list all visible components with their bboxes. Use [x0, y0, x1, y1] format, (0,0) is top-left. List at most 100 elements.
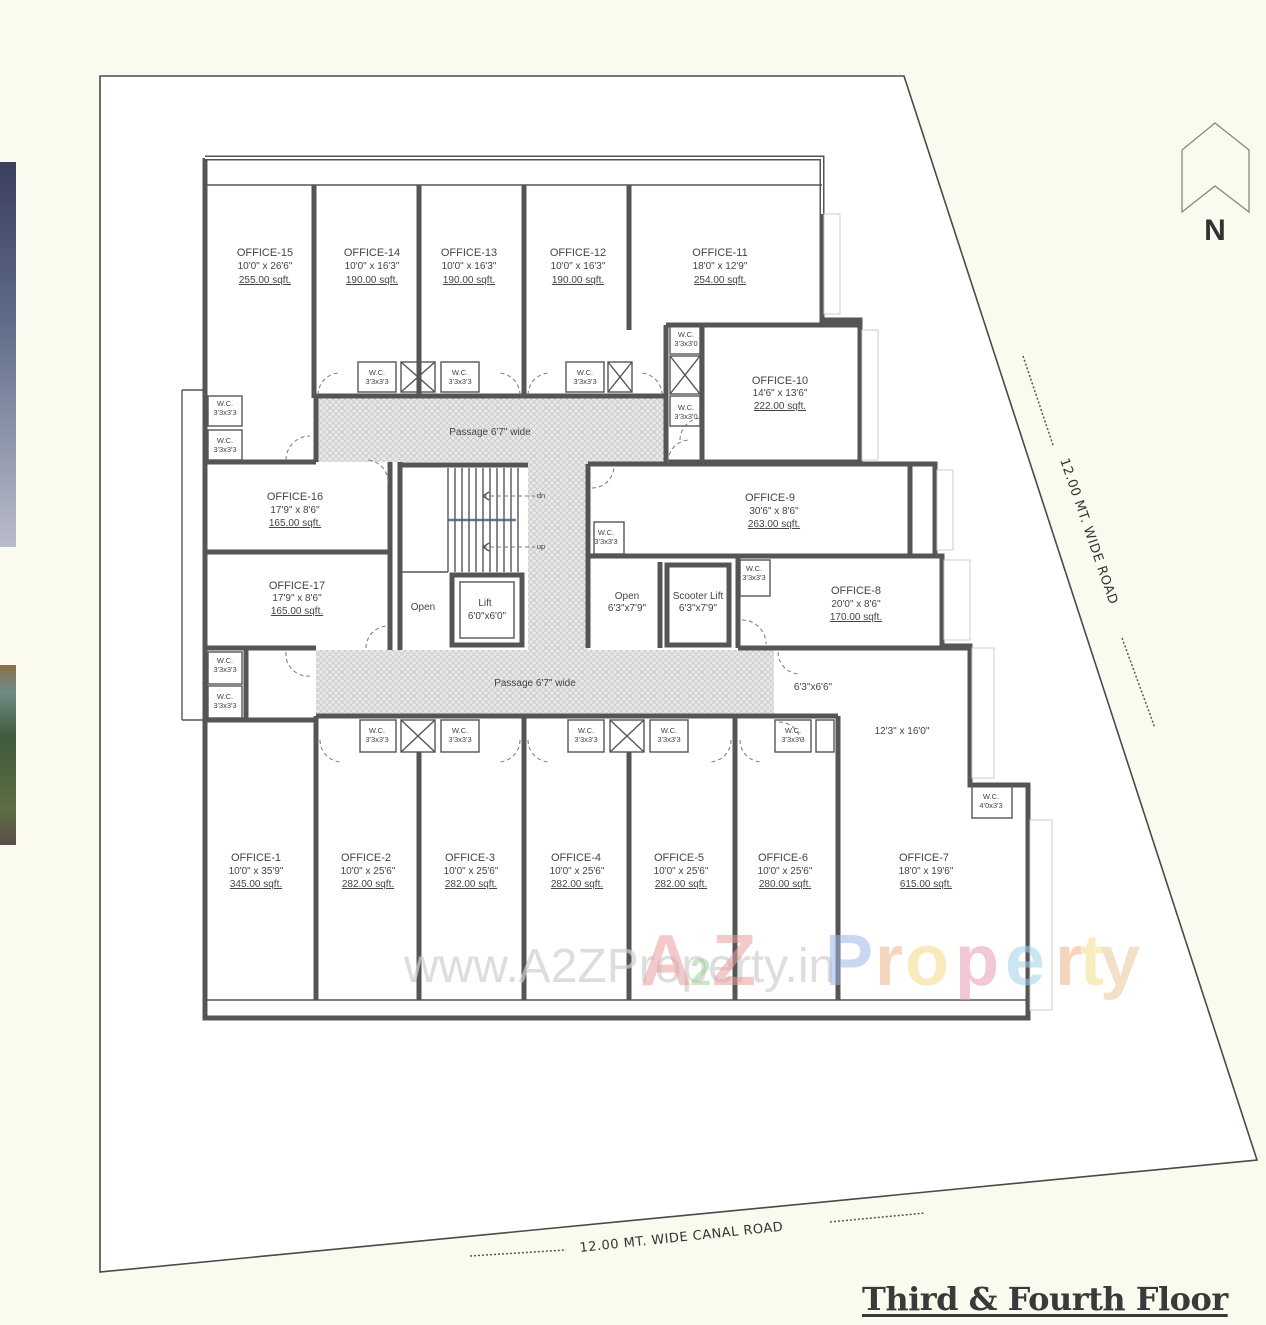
- svg-text:165.00 sqft.: 165.00 sqft.: [271, 606, 323, 617]
- svg-text:17'9" x 8'6": 17'9" x 8'6": [272, 593, 322, 604]
- svg-text:OFFICE-8: OFFICE-8: [831, 585, 881, 597]
- svg-text:222.00 sqft.: 222.00 sqft.: [754, 401, 806, 412]
- svg-text:18'0" x 19'6": 18'0" x 19'6": [899, 866, 954, 877]
- office-6[interactable]: OFFICE-6 10'0" x 25'6" 280.00 sqft.: [758, 852, 813, 890]
- office-11[interactable]: OFFICE-11 18'0" x 12'9" 254.00 sqft.: [692, 247, 748, 286]
- svg-text:OFFICE-13: OFFICE-13: [441, 247, 497, 259]
- office-8[interactable]: OFFICE-8 20'0" x 8'6" 170.00 sqft.: [830, 585, 882, 623]
- passage-top-label: Passage 6'7" wide: [449, 427, 531, 438]
- svg-text:3'3x3'3: 3'3x3'3: [448, 735, 471, 744]
- bottom-row-walls: [205, 648, 1013, 1000]
- svg-text:30'6" x 8'6": 30'6" x 8'6": [749, 506, 799, 517]
- svg-text:W.C.: W.C.: [217, 399, 233, 408]
- svg-text:3'3x3'3: 3'3x3'3: [657, 735, 680, 744]
- svg-text:615.00 sqft.: 615.00 sqft.: [900, 879, 952, 890]
- office-2[interactable]: OFFICE-2 10'0" x 25'6" 282.00 sqft.: [341, 852, 396, 890]
- facade-windows: [823, 213, 1053, 1011]
- svg-text:17'9" x 8'6": 17'9" x 8'6": [270, 505, 320, 516]
- office-5[interactable]: OFFICE-5 10'0" x 25'6" 282.00 sqft.: [654, 852, 709, 890]
- svg-text:3'3x3'3: 3'3x3'3: [594, 537, 617, 546]
- svg-text:280.00 sqft.: 280.00 sqft.: [759, 879, 811, 890]
- passage-center: [528, 460, 588, 652]
- svg-text:10'0" x 16'3": 10'0" x 16'3": [551, 261, 606, 272]
- office-12[interactable]: OFFICE-12 10'0" x 16'3" 190.00 sqft.: [550, 247, 606, 286]
- open-right-label: Open: [615, 591, 639, 602]
- core-labels: Passage 6'7" wide Passage 6'7" wide dn u…: [411, 427, 930, 737]
- right-middle-walls: [585, 461, 970, 651]
- svg-text:3'3x3'3: 3'3x3'3: [742, 573, 765, 582]
- svg-text:10'0" x 25'6": 10'0" x 25'6": [444, 866, 499, 877]
- passage-top: [316, 398, 666, 462]
- office-10[interactable]: OFFICE-10 14'6" x 13'6" 222.00 sqft.: [752, 375, 808, 412]
- svg-text:190.00 sqft.: 190.00 sqft.: [552, 275, 604, 286]
- office-15[interactable]: OFFICE-15 10'0" x 26'6" 255.00 sqft.: [237, 247, 293, 286]
- office-14[interactable]: OFFICE-14 10'0" x 16'3" 190.00 sqft.: [344, 247, 400, 286]
- office-1[interactable]: OFFICE-1 10'0" x 35'9" 345.00 sqft.: [229, 852, 284, 890]
- svg-text:10'0" x 35'9": 10'0" x 35'9": [229, 866, 284, 877]
- svg-text:OFFICE-2: OFFICE-2: [341, 852, 391, 864]
- watermark-logo: A 2 Z P r o p e r t y: [640, 921, 1140, 1001]
- svg-text:W.C.: W.C.: [678, 403, 694, 412]
- office-13[interactable]: OFFICE-13 10'0" x 16'3" 190.00 sqft.: [441, 247, 497, 286]
- svg-text:3'3x3'3: 3'3x3'3: [213, 701, 236, 710]
- office-3[interactable]: OFFICE-3 10'0" x 25'6" 282.00 sqft.: [444, 852, 499, 890]
- svg-text:OFFICE-9: OFFICE-9: [745, 492, 795, 504]
- svg-text:OFFICE-15: OFFICE-15: [237, 247, 293, 259]
- svg-text:OFFICE-17: OFFICE-17: [269, 580, 325, 592]
- svg-text:OFFICE-3: OFFICE-3: [445, 852, 495, 864]
- scooter-lift-dim: 6'3"x7'9": [679, 603, 718, 614]
- svg-text:3'3x3'0: 3'3x3'0: [674, 412, 697, 421]
- svg-text:263.00 sqft.: 263.00 sqft.: [748, 519, 800, 530]
- middle-walls: [205, 462, 528, 651]
- svg-text:10'0" x 25'6": 10'0" x 25'6": [758, 866, 813, 877]
- compass-label: N: [1204, 214, 1226, 247]
- svg-text:W.C.: W.C.: [217, 656, 233, 665]
- office-9[interactable]: OFFICE-9 30'6" x 8'6" 263.00 sqft.: [745, 492, 800, 530]
- open-right-dim: 6'3"x7'9": [608, 603, 647, 614]
- lift-dim: 6'0"x6'0": [468, 611, 507, 622]
- svg-text:345.00 sqft.: 345.00 sqft.: [230, 879, 282, 890]
- svg-text:282.00 sqft.: 282.00 sqft.: [551, 879, 603, 890]
- svg-text:t: t: [1080, 921, 1104, 1001]
- adjacent-photo-strip-bottom: [0, 665, 16, 845]
- svg-text:W.C.: W.C.: [217, 436, 233, 445]
- stair-up-label: up: [537, 542, 545, 551]
- svg-text:W.C.: W.C.: [217, 692, 233, 701]
- svg-text:18'0" x 12'9": 18'0" x 12'9": [693, 261, 748, 272]
- outer-walls: [181, 155, 1031, 1021]
- office-17[interactable]: OFFICE-17 17'9" x 8'6" 165.00 sqft.: [269, 580, 325, 617]
- svg-text:P: P: [825, 921, 873, 1001]
- svg-text:165.00 sqft.: 165.00 sqft.: [269, 518, 321, 529]
- svg-text:OFFICE-14: OFFICE-14: [344, 247, 400, 259]
- svg-text:170.00 sqft.: 170.00 sqft.: [830, 612, 882, 623]
- svg-text:3'3x3'3: 3'3x3'3: [213, 408, 236, 417]
- svg-text:OFFICE-16: OFFICE-16: [267, 491, 323, 503]
- svg-text:254.00 sqft.: 254.00 sqft.: [694, 275, 746, 286]
- svg-text:255.00 sqft.: 255.00 sqft.: [239, 275, 291, 286]
- lobby-dim: 6'3"x6'6": [794, 682, 833, 693]
- svg-text:W.C.: W.C.: [452, 726, 468, 735]
- svg-text:OFFICE-10: OFFICE-10: [752, 375, 808, 387]
- office-4[interactable]: OFFICE-4 10'0" x 25'6" 282.00 sqft.: [550, 852, 605, 890]
- svg-text:282.00 sqft.: 282.00 sqft.: [342, 879, 394, 890]
- svg-text:190.00 sqft.: 190.00 sqft.: [346, 275, 398, 286]
- svg-text:190.00 sqft.: 190.00 sqft.: [443, 275, 495, 286]
- svg-text:A: A: [640, 921, 692, 1001]
- south-road-label: 12.00 MT. WIDE CANAL ROAD: [579, 1220, 784, 1256]
- svg-text:e: e: [1005, 921, 1045, 1001]
- svg-text:20'0" x 8'6": 20'0" x 8'6": [831, 599, 881, 610]
- office-16[interactable]: OFFICE-16 17'9" x 8'6" 165.00 sqft.: [267, 491, 323, 529]
- svg-text:W.C.: W.C.: [598, 528, 614, 537]
- svg-text:3'3x3'3: 3'3x3'3: [213, 665, 236, 674]
- svg-text:10'0" x 25'6": 10'0" x 25'6": [341, 866, 396, 877]
- svg-text:3'3x3'3: 3'3x3'3: [573, 377, 596, 386]
- lift-label: Lift: [478, 598, 492, 609]
- svg-text:r: r: [875, 921, 903, 1001]
- svg-text:W.C.: W.C.: [746, 564, 762, 573]
- office-7[interactable]: OFFICE-7 18'0" x 19'6" 615.00 sqft.: [899, 852, 954, 890]
- passage-bottom-label: Passage 6'7" wide: [494, 678, 576, 689]
- svg-text:282.00 sqft.: 282.00 sqft.: [655, 879, 707, 890]
- svg-text:10'0" x 16'3": 10'0" x 16'3": [442, 261, 497, 272]
- svg-text:r: r: [1055, 921, 1083, 1001]
